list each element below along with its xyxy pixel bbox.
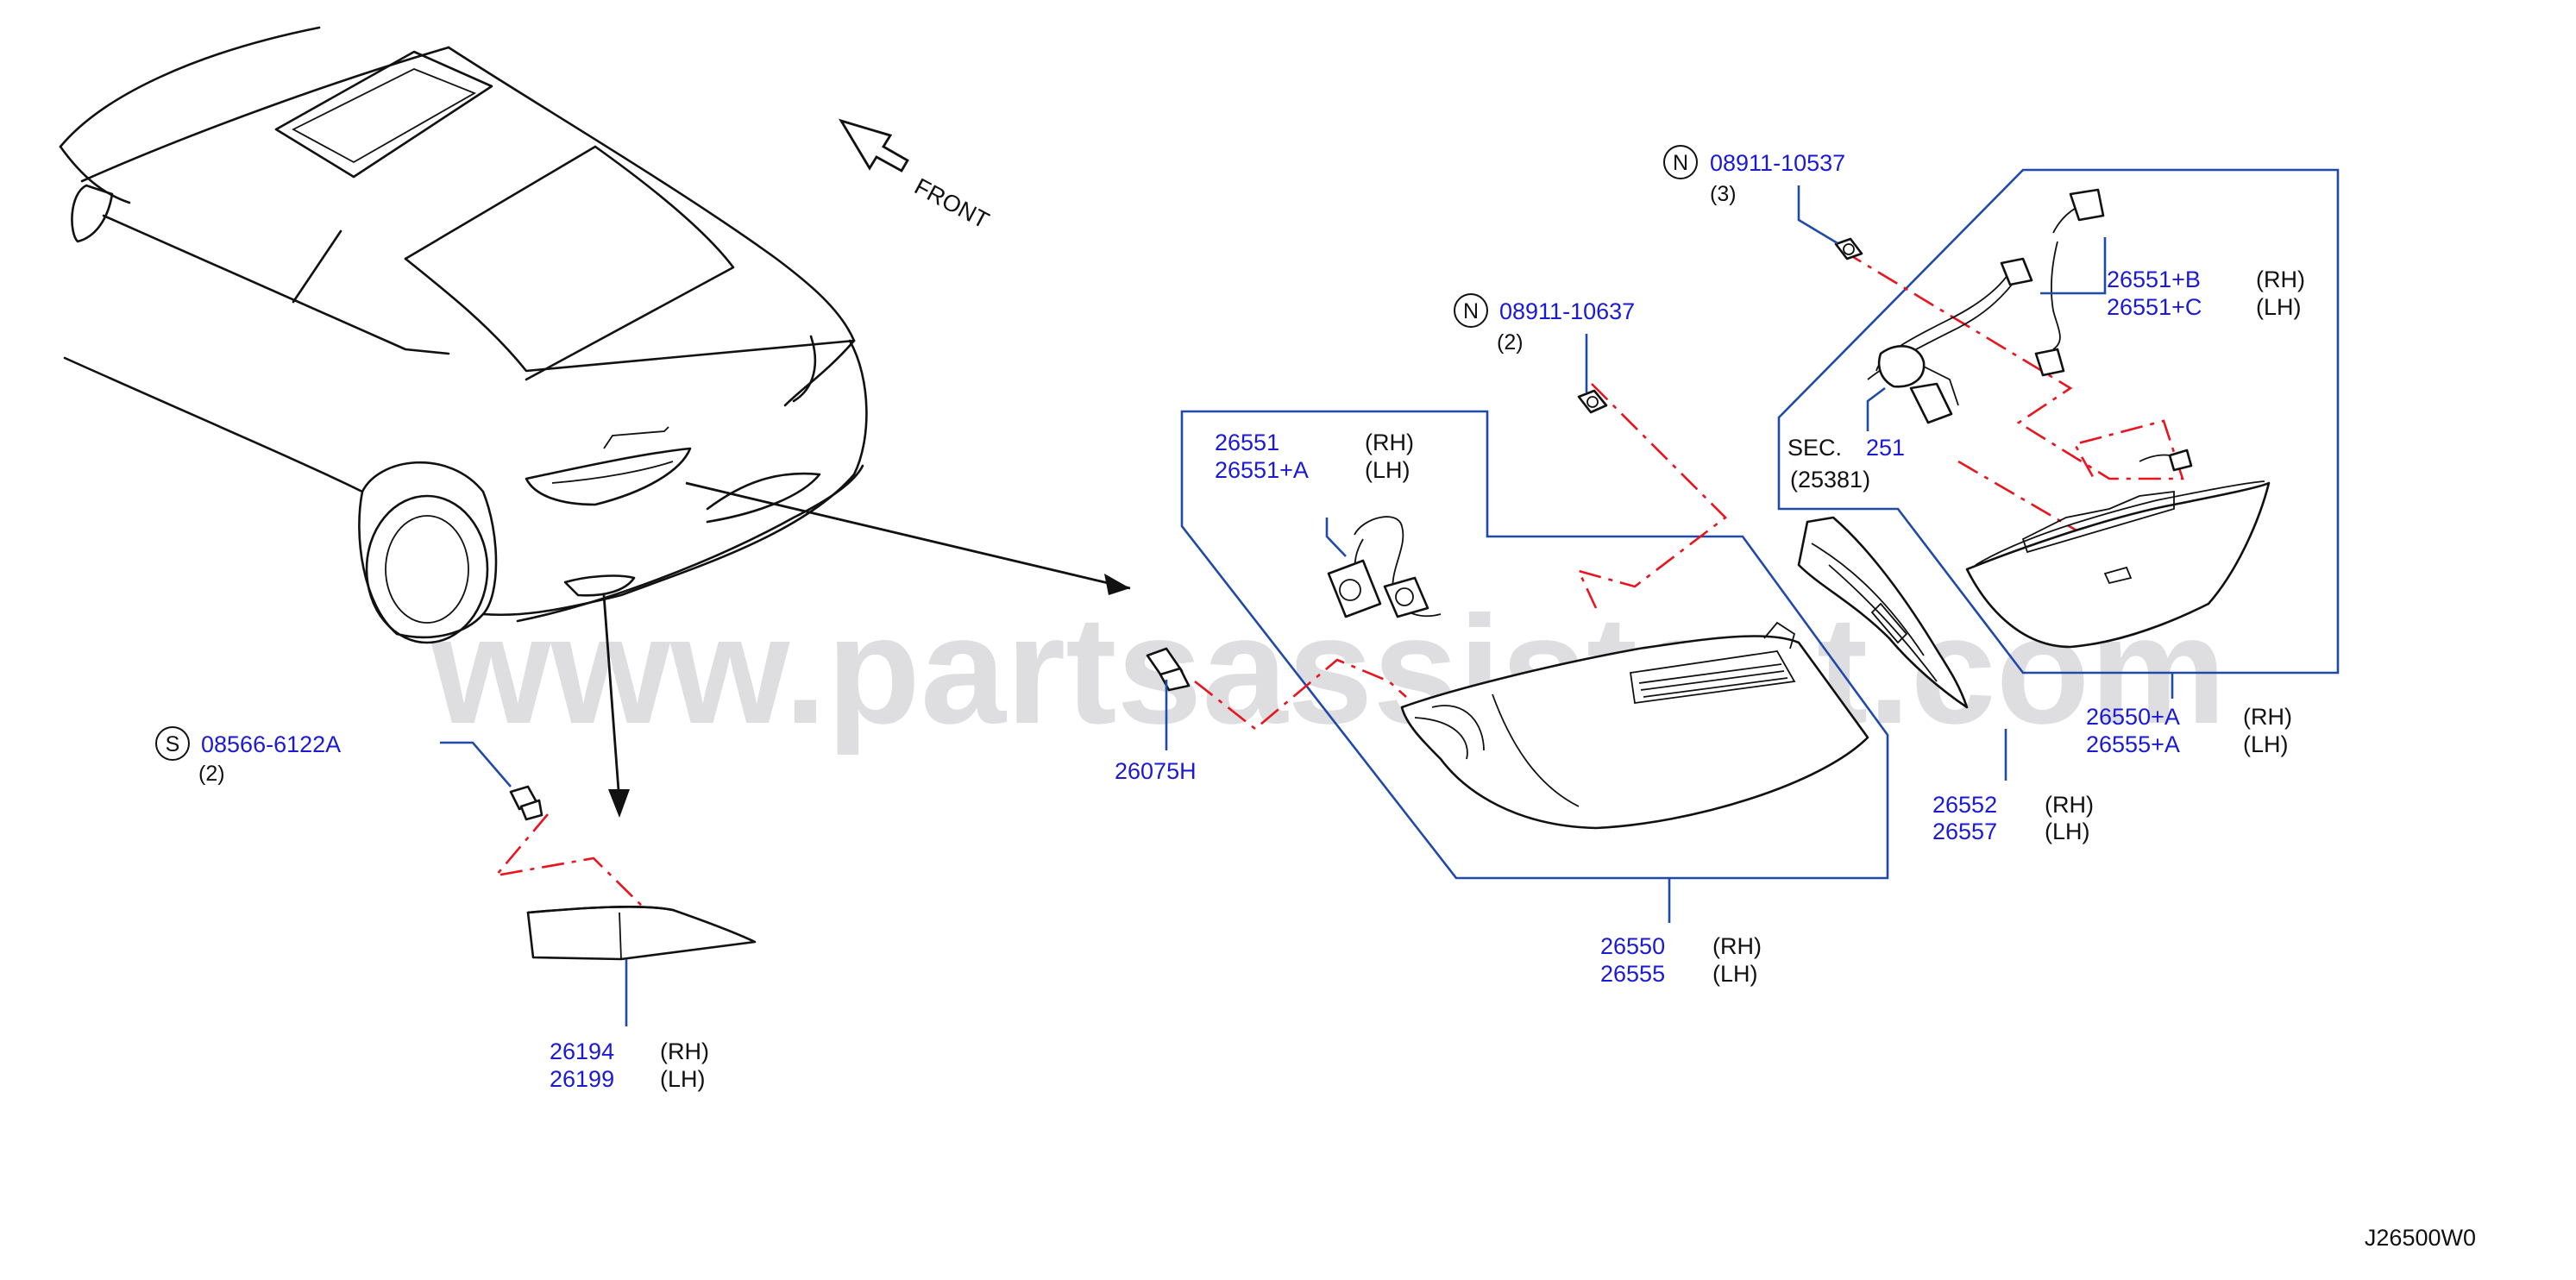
backup-lamp-socket-part <box>1877 345 1959 424</box>
leader-lines <box>440 185 2174 1026</box>
combination-lamp-group <box>1146 383 1889 880</box>
part-number-rh[interactable]: 26552 <box>1932 792 1997 818</box>
callout-symbol: S <box>166 732 180 756</box>
callout-08911-10637[interactable]: N 08911-10637 (2) <box>1454 293 1635 355</box>
finisher-part <box>1797 516 1969 709</box>
part-number-lh[interactable]: 26557 <box>1932 819 1997 844</box>
side-lh: (LH) <box>1365 457 1411 483</box>
part-number-lh[interactable]: 26551+C <box>2107 294 2202 320</box>
symbol-circle <box>1663 145 1698 179</box>
callout-26075h[interactable]: 26075H <box>1115 758 1197 784</box>
section-reference[interactable]: SEC. 251 (25381) <box>1787 435 1905 493</box>
watermark: www.partsassistant.com <box>430 584 2227 756</box>
part-number[interactable]: 26075H <box>1115 758 1197 784</box>
side-rh: (RH) <box>2256 267 2305 292</box>
front-label: FRONT <box>910 173 993 234</box>
car-illustration <box>59 26 868 644</box>
side-rh: (RH) <box>660 1038 709 1064</box>
callout-26551b[interactable]: 26551+B (RH) 26551+C (LH) <box>2107 267 2305 320</box>
backup-lamp-part <box>1965 481 2271 649</box>
pointer-head-combination-lamp <box>1104 574 1130 595</box>
part-number-rh[interactable]: 26550 <box>1600 933 1665 959</box>
part-number-rh[interactable]: 26551 <box>1215 430 1279 455</box>
part-number-rh[interactable]: 26550+A <box>2086 704 2180 730</box>
assembly-line-reflector <box>493 813 650 913</box>
reflector-part <box>526 905 757 961</box>
front-direction-arrow: FRONT <box>838 118 993 234</box>
quantity: (2) <box>198 762 225 786</box>
section-sub: (25381) <box>1790 467 1870 493</box>
part-number[interactable]: 08911-10537 <box>1710 150 1845 176</box>
lamp-group-bracket <box>1180 410 1889 880</box>
side-rh: (RH) <box>1712 933 1762 959</box>
side-lh: (LH) <box>2045 819 2090 844</box>
side-lh: (LH) <box>660 1066 706 1092</box>
backup-lamp-bracket <box>1777 168 2340 675</box>
part-number[interactable]: 08911-10637 <box>1499 298 1635 324</box>
side-rh: (RH) <box>2243 704 2292 730</box>
callout-symbol: N <box>1463 299 1479 323</box>
callout-26550a[interactable]: 26550+A (RH) 26555+A (LH) <box>2086 704 2292 757</box>
side-rh: (RH) <box>1365 430 1414 455</box>
pointer-head-reflector <box>608 789 630 818</box>
rear-reflector-group <box>493 785 757 961</box>
section-number[interactable]: 251 <box>1866 435 1905 461</box>
pointer-line-reflector <box>602 594 621 803</box>
callout-symbol: N <box>1673 151 1688 175</box>
callout-08911-10537[interactable]: N 08911-10537 (3) <box>1663 145 1845 206</box>
nut-08911-10537-part <box>1834 237 1863 260</box>
assembly-line-grommet <box>1194 658 1407 731</box>
side-lh: (LH) <box>1712 961 1758 987</box>
part-number-lh[interactable]: 26551+A <box>1215 457 1309 483</box>
part-number-rh[interactable]: 26194 <box>550 1038 614 1064</box>
symbol-circle <box>155 726 190 761</box>
side-lh: (LH) <box>2256 294 2302 320</box>
callout-08566-6122a[interactable]: S 08566-6122A (2) <box>155 726 341 786</box>
side-lh: (LH) <box>2243 731 2289 757</box>
backup-lamp-group <box>1777 168 2340 675</box>
section-prefix: SEC. <box>1787 435 1842 461</box>
part-number[interactable]: 08566-6122A <box>201 731 341 757</box>
callout-26550[interactable]: 26550 (RH) 26555 (LH) <box>1600 933 1762 987</box>
part-number-rh[interactable]: 26551+B <box>2107 267 2201 292</box>
clip-screw-part <box>509 785 543 821</box>
nut-08911-10637-part <box>1577 389 1608 414</box>
diagram-code: J26500W0 <box>2365 1225 2476 1251</box>
callout-26194[interactable]: 26194 (RH) 26199 (LH) <box>550 1038 709 1092</box>
part-number-lh[interactable]: 26199 <box>550 1066 614 1092</box>
side-rh: (RH) <box>2045 792 2094 818</box>
callout-26551[interactable]: 26551 (RH) 26551+A (LH) <box>1215 430 1414 483</box>
quantity: (2) <box>1497 330 1524 355</box>
quantity: (3) <box>1710 182 1737 206</box>
assembly-line-nut-b <box>1576 383 1727 609</box>
callout-26552[interactable]: 26552 (RH) 26557 (LH) <box>1932 792 2094 844</box>
assembly-line-nut-a <box>1841 248 2184 484</box>
part-number-lh[interactable]: 26555 <box>1600 961 1665 987</box>
bulb-socket-harness-part <box>1327 516 1442 618</box>
combination-lamp-part <box>1400 635 1869 830</box>
symbol-circle <box>1454 293 1488 328</box>
pointer-line-combination-lamp <box>685 481 1131 590</box>
part-number-lh[interactable]: 26555+A <box>2086 731 2180 757</box>
